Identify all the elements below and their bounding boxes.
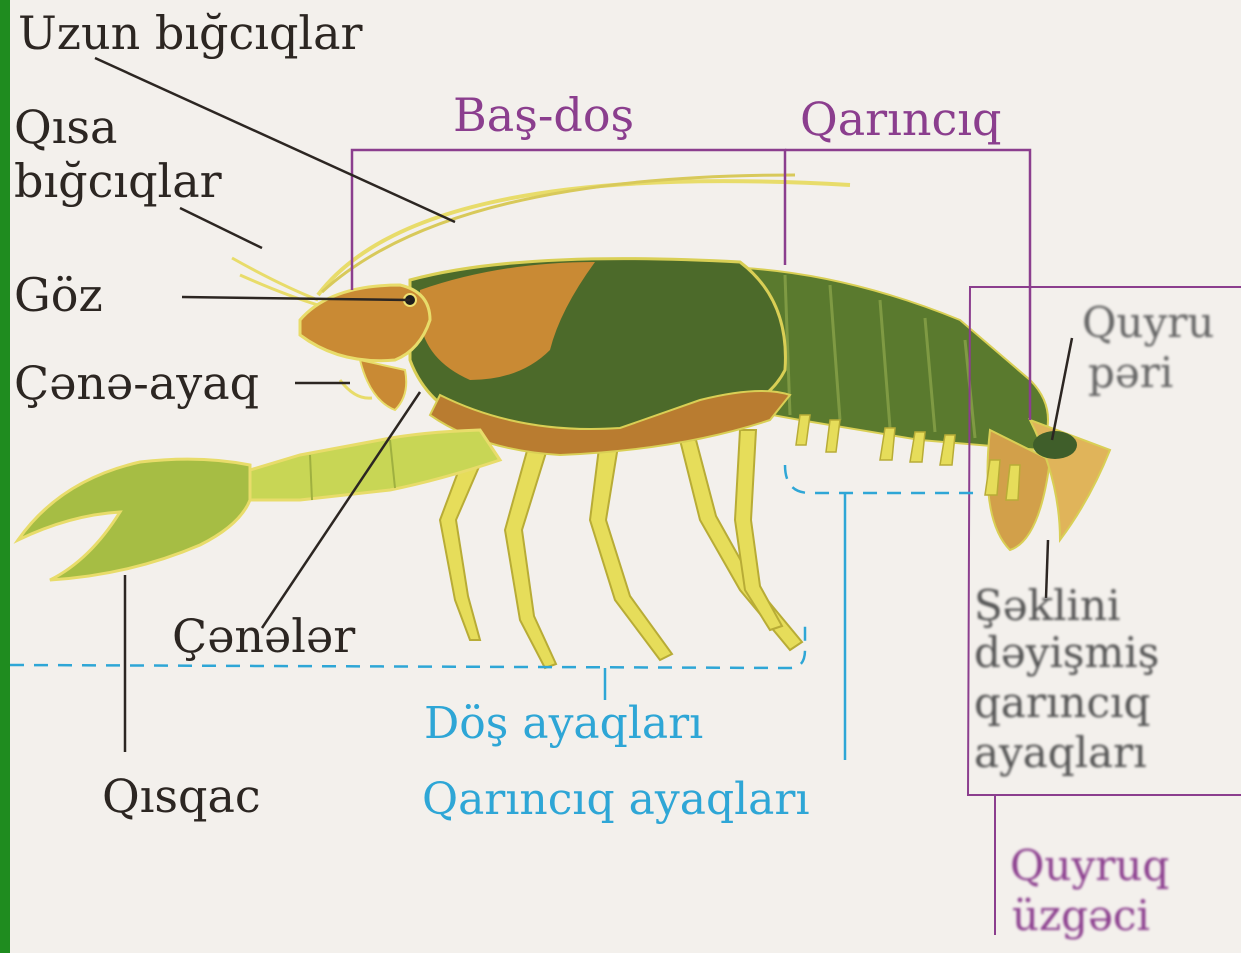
label-tail-appendage-line1: Quyru <box>1082 302 1214 344</box>
label-abdomen: Qarıncıq <box>800 96 1001 142</box>
claw <box>18 459 250 580</box>
bracket-abdominal-legs <box>785 465 975 493</box>
label-jaws: Çənələr <box>172 613 355 659</box>
abdomen-body <box>745 268 1048 450</box>
label-short-antennae-line1: Qısa <box>14 104 117 150</box>
label-cephalothorax: Baş-doş <box>453 92 634 138</box>
thoracic-legs <box>440 430 802 668</box>
abdomen <box>745 268 1110 550</box>
label-claw: Qısqac <box>102 773 261 819</box>
label-short-antennae-line2: bığcıqlar <box>14 158 222 204</box>
bracket-thoracic-legs <box>10 620 805 668</box>
label-tail-fin-line1: Quyruq <box>1010 845 1169 887</box>
pointer-short-antennae <box>180 208 262 248</box>
pointer-tail-appendage <box>1052 338 1072 440</box>
leg-2 <box>505 440 556 668</box>
label-modified-legs-line2: dəyişmiş <box>974 632 1159 674</box>
label-tail-fin-line2: üzgəci <box>1012 895 1150 937</box>
leg-3 <box>590 440 672 660</box>
pointer-jaws <box>262 392 420 628</box>
leg-5 <box>735 430 782 630</box>
label-maxilliped: Çənə-ayaq <box>14 360 259 406</box>
label-modified-legs-line1: Şəklini <box>974 585 1120 627</box>
label-eye: Göz <box>14 272 103 318</box>
label-tail-appendage-line2: pəri <box>1088 352 1173 394</box>
short-antenna <box>232 258 318 300</box>
claw-arm <box>18 430 500 580</box>
label-abdominal-legs: Qarıncıq ayaqları <box>422 778 810 822</box>
crayfish-illustration <box>18 175 1110 668</box>
label-modified-legs-line3: qarıncıq <box>974 682 1150 724</box>
label-thoracic-legs: Döş ayaqları <box>424 702 703 746</box>
label-modified-legs-line4: ayaqları <box>974 732 1147 774</box>
short-antenna-2 <box>240 275 318 305</box>
label-long-antennae: Uzun bığcıqlar <box>18 10 363 56</box>
